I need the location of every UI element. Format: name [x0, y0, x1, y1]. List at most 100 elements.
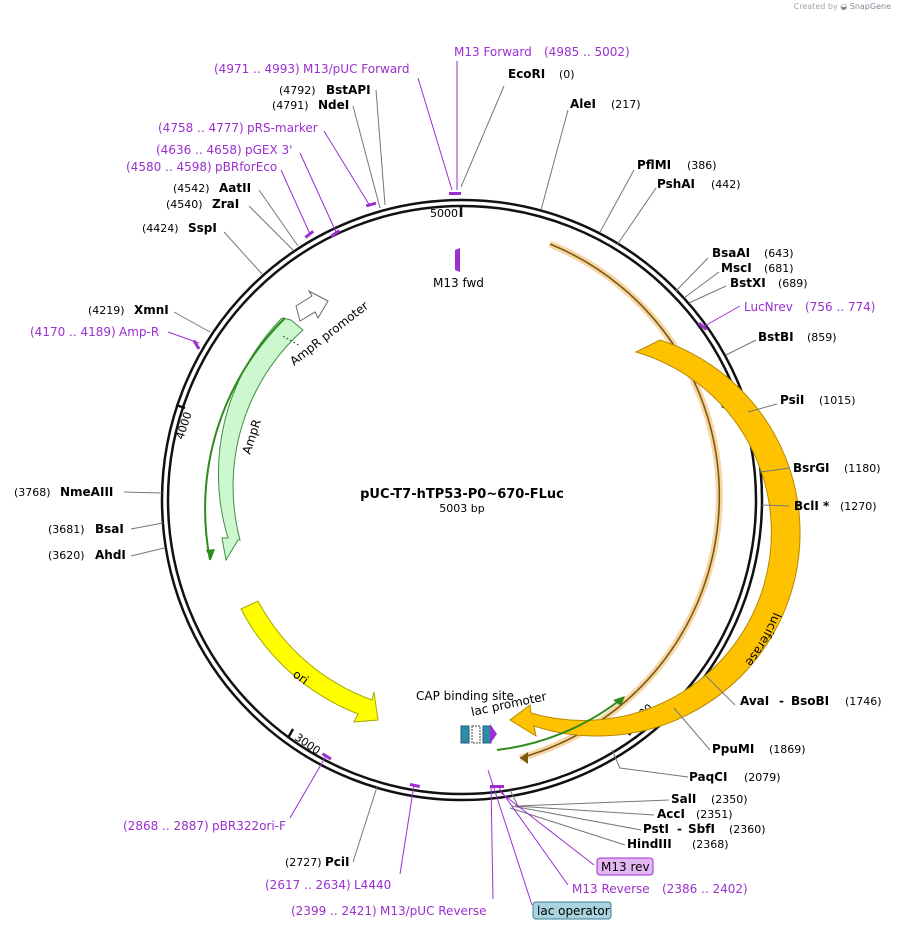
luciferase-outer-arrowhead [520, 752, 528, 764]
lac-operator-label-box [532, 901, 612, 920]
ori-feature-arrow [240, 600, 379, 723]
enzyme-psti: PstI [643, 822, 669, 836]
primer-m13-forward: M13 Forward [454, 45, 532, 59]
ampr-promoter-dash [282, 335, 301, 347]
primer-lucnrev: LucNrev [744, 300, 793, 314]
enzyme-bsaai: BsaAI [712, 246, 750, 260]
primer-l4440: L4440 [354, 878, 391, 892]
primer-site-marks [192, 192, 708, 788]
primer-pbr322ori-f: pBR322ori-F [212, 819, 286, 833]
primer-prs-marker-range: (4758 .. 4777) [158, 121, 244, 135]
enzyme-aatii: AatII [219, 181, 251, 195]
enzyme-acci-pos: (2351) [696, 808, 733, 821]
primer-m13puc-reverse-range: (2399 .. 2421) [291, 904, 377, 918]
enzyme-zrai-pos: (4540) [166, 198, 203, 211]
m13-rev-label: M13 rev [601, 860, 650, 874]
enzyme-bstbi-pos: (859) [807, 331, 837, 344]
tick-label-3000: 3000 [292, 731, 322, 758]
enzyme-ahdi: AhdI [95, 548, 126, 562]
enzyme-psii: PsiI [780, 393, 804, 407]
primer-m13-reverse: M13 Reverse [572, 882, 650, 896]
primer-pgex3: pGEX 3' [245, 143, 292, 157]
enzyme-pflmi-pos: (386) [687, 159, 717, 172]
backbone-outer-ring [160, 198, 764, 802]
enzyme-psti-pos: (2360) [729, 823, 766, 836]
lac-promoter-green-arrowhead [613, 696, 625, 706]
enzyme-ndei: NdeI [318, 98, 349, 112]
enzyme-xmni-pos: (4219) [88, 304, 125, 317]
enzyme-bstapi: BstAPI [326, 83, 371, 97]
enzyme-ecori: EcoRI [508, 67, 545, 81]
tick-label-5000: 5000 [430, 207, 458, 220]
enzyme-msci-pos: (681) [764, 262, 794, 275]
enzyme-bstbi: BstBI [758, 330, 794, 344]
enzyme-acci: AccI [657, 807, 685, 821]
enzyme-sali-pos: (2350) [711, 793, 748, 806]
enzyme-sali: SalI [671, 792, 696, 806]
credit-prefix: Created by [793, 2, 838, 11]
ampr-outer-green-line [204, 317, 286, 561]
enzyme-bsai: BsaI [95, 522, 124, 536]
primer-m13-forward-range: (4985 .. 5002) [544, 45, 630, 59]
enzyme-sbfi: SbfI [688, 822, 715, 836]
ampr-promoter-arrow [295, 289, 329, 322]
enzyme-pflmi: PflMI [637, 158, 671, 172]
enzyme-sspi-pos: (4424) [142, 222, 179, 235]
primer-m13-reverse-range: (2386 .. 2402) [662, 882, 748, 896]
primer-ampr-range: (4170 .. 4189) [30, 325, 116, 339]
primer-labels: M13 Forward (4985 .. 5002) (4971 .. 4993… [30, 45, 875, 918]
plasmid-length: 5003 bp [439, 502, 484, 515]
enzyme-ndei-pos: (4791) [272, 99, 309, 112]
enzyme-xmni: XmnI [134, 303, 169, 317]
enzyme-hindiii-pos: (2368) [692, 838, 729, 851]
enzyme-bcli-pos: (1270) [840, 500, 877, 513]
enzyme-pcii: PciI [325, 855, 350, 869]
lac-operator-feature [482, 725, 492, 744]
luciferase-outer-line [519, 243, 721, 759]
enzyme-sspi: SspI [188, 221, 217, 235]
enzyme-bstapi-pos: (4792) [279, 84, 316, 97]
enzyme-bstxi-pos: (689) [778, 277, 808, 290]
m13-rev-label-box [596, 857, 654, 876]
enzyme-hindiii: HindIII [627, 837, 672, 851]
enzyme-psti-sep: - [677, 822, 682, 836]
primer-lucnrev-range: (756 .. 774) [805, 300, 875, 314]
enzyme-ecori-pos: (0) [559, 68, 575, 81]
cap-binding-site-label: CAP binding site [416, 689, 514, 703]
lac-operator-label: lac operator [537, 904, 610, 918]
m13-fwd-feature [455, 248, 460, 272]
tick-4000 [175, 403, 186, 410]
enzyme-avai-pos: (1746) [845, 695, 882, 708]
enzyme-labels: EcoRI (0) AleI (217) PflMI (386) PshAI (… [14, 67, 882, 869]
enzyme-aatii-pos: (4542) [173, 182, 210, 195]
enzyme-leader-lines [123, 85, 791, 863]
enzyme-ppumi-pos: (1869) [769, 743, 806, 756]
snapgene-logo-icon: ◒ [840, 2, 848, 11]
credit-brand: SnapGene [849, 2, 891, 11]
enzyme-psii-pos: (1015) [819, 394, 856, 407]
cap-binding-site-feature [460, 725, 470, 744]
tick-label-4000: 4000 [173, 410, 194, 441]
primer-pbr322ori-f-range: (2868 .. 2887) [123, 819, 209, 833]
enzyme-pshai: PshAI [657, 177, 695, 191]
enzyme-bsrgi: BsrGI [793, 461, 830, 475]
enzyme-bstxi: BstXI [730, 276, 766, 290]
primer-m13puc-forward-range: (4971 .. 4993) [214, 62, 300, 76]
tick-3000 [286, 728, 295, 739]
enzyme-ahdi-pos: (3620) [48, 549, 85, 562]
primer-ampr: Amp-R [119, 325, 159, 339]
primer-m13puc-reverse: M13/pUC Reverse [380, 904, 487, 918]
enzyme-nmeaiii-pos: (3768) [14, 486, 51, 499]
enzyme-bcli: BclI * [794, 499, 830, 513]
enzyme-avai: AvaI [740, 694, 769, 708]
enzyme-bsaai-pos: (643) [764, 247, 794, 260]
enzyme-pcii-pos: (2727) [285, 856, 322, 869]
primer-l4440-range: (2617 .. 2634) [265, 878, 351, 892]
primer-m13puc-forward: M13/pUC Forward [303, 62, 410, 76]
plasmid-name: pUC-T7-hTP53-P0~670-FLuc [360, 487, 564, 502]
enzyme-nmeaiii: NmeAIII [60, 485, 113, 499]
primer-leader-lines [167, 61, 741, 906]
snapgene-credit: Created by ◒ SnapGene [794, 2, 891, 11]
primer-pgex3-range: (4636 .. 4658) [156, 143, 242, 157]
